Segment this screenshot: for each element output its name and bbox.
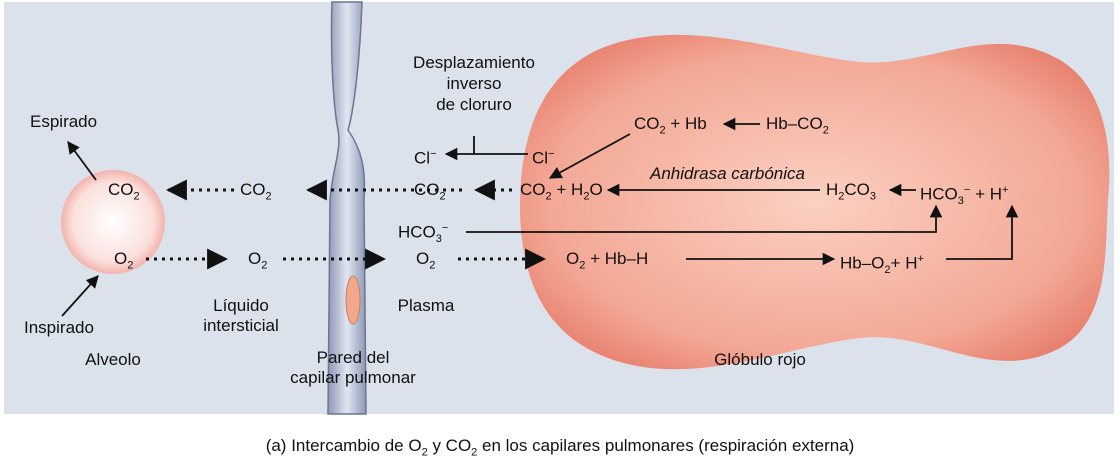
- arrow-hco3-enters-rbc: [466, 204, 943, 233]
- species-co2-h2o: CO2 + H2O: [520, 180, 603, 203]
- label-chloride-shift-line2: inverso: [446, 74, 502, 93]
- label-carbonic-anhydrase: Anhidrasa carbónica: [650, 164, 805, 183]
- arrow-h-plus-to-reaction: [946, 204, 1019, 260]
- label-interstitial-line1: Líquido: [213, 296, 269, 315]
- label-capillary-wall: Pared del capilar pulmonar: [268, 348, 438, 388]
- label-red-blood-cell: Glóbulo rojo: [714, 350, 806, 369]
- label-interstitial-line2: intersticial: [203, 316, 279, 335]
- arrow-expired: [67, 140, 97, 181]
- alveolus-shape: [61, 170, 165, 274]
- species-o2-plasma: O2: [416, 249, 436, 272]
- species-co2-interstitial: CO2: [240, 180, 272, 203]
- red-blood-cell-shape: [520, 34, 1110, 370]
- label-chloride-shift: Desplazamiento inverso de cloruro: [392, 52, 556, 115]
- label-capillary-wall-line1: Pared del: [316, 348, 390, 367]
- label-interstitial-fluid: Líquido intersticial: [186, 296, 296, 336]
- capillary-cell-nucleus: [345, 275, 361, 325]
- species-cl-rbc: Cl−: [532, 148, 555, 168]
- species-hco3-plasma: HCO3−: [398, 222, 449, 246]
- species-o2-hbh: O2 + Hb–H: [566, 249, 649, 272]
- species-co2-plasma: CO2: [414, 180, 446, 203]
- species-cl-plasma: Cl−: [414, 148, 437, 168]
- species-h2co3: H2CO3: [826, 180, 877, 203]
- label-chloride-shift-line1: Desplazamiento: [413, 53, 535, 72]
- arrow-inspired: [61, 275, 99, 317]
- label-alveolus: Alveolo: [85, 350, 141, 369]
- species-hbo2-h: Hb–O2+ H+: [840, 253, 924, 277]
- label-chloride-shift-line3: de cloruro: [436, 95, 512, 114]
- label-expired: Espirado: [30, 112, 98, 131]
- species-o2-alveolus: O2: [114, 249, 134, 272]
- arrow-co2-release-to-co2-h2o: [548, 133, 631, 179]
- label-plasma: Plasma: [397, 296, 455, 315]
- species-co2-alveolus: CO2: [108, 180, 140, 203]
- species-hb-co2: Hb–CO2: [766, 114, 829, 137]
- label-capillary-wall-line2: capilar pulmonar: [290, 368, 416, 387]
- species-o2-interstitial: O2: [248, 249, 268, 272]
- label-inspired: Inspirado: [24, 318, 94, 337]
- species-hco3-h: HCO3− + H+: [920, 184, 1009, 208]
- species-co2-hb: CO2 + Hb: [634, 114, 707, 137]
- figure-caption: (a) Intercambio de O2 y CO2 en los capil…: [265, 436, 855, 459]
